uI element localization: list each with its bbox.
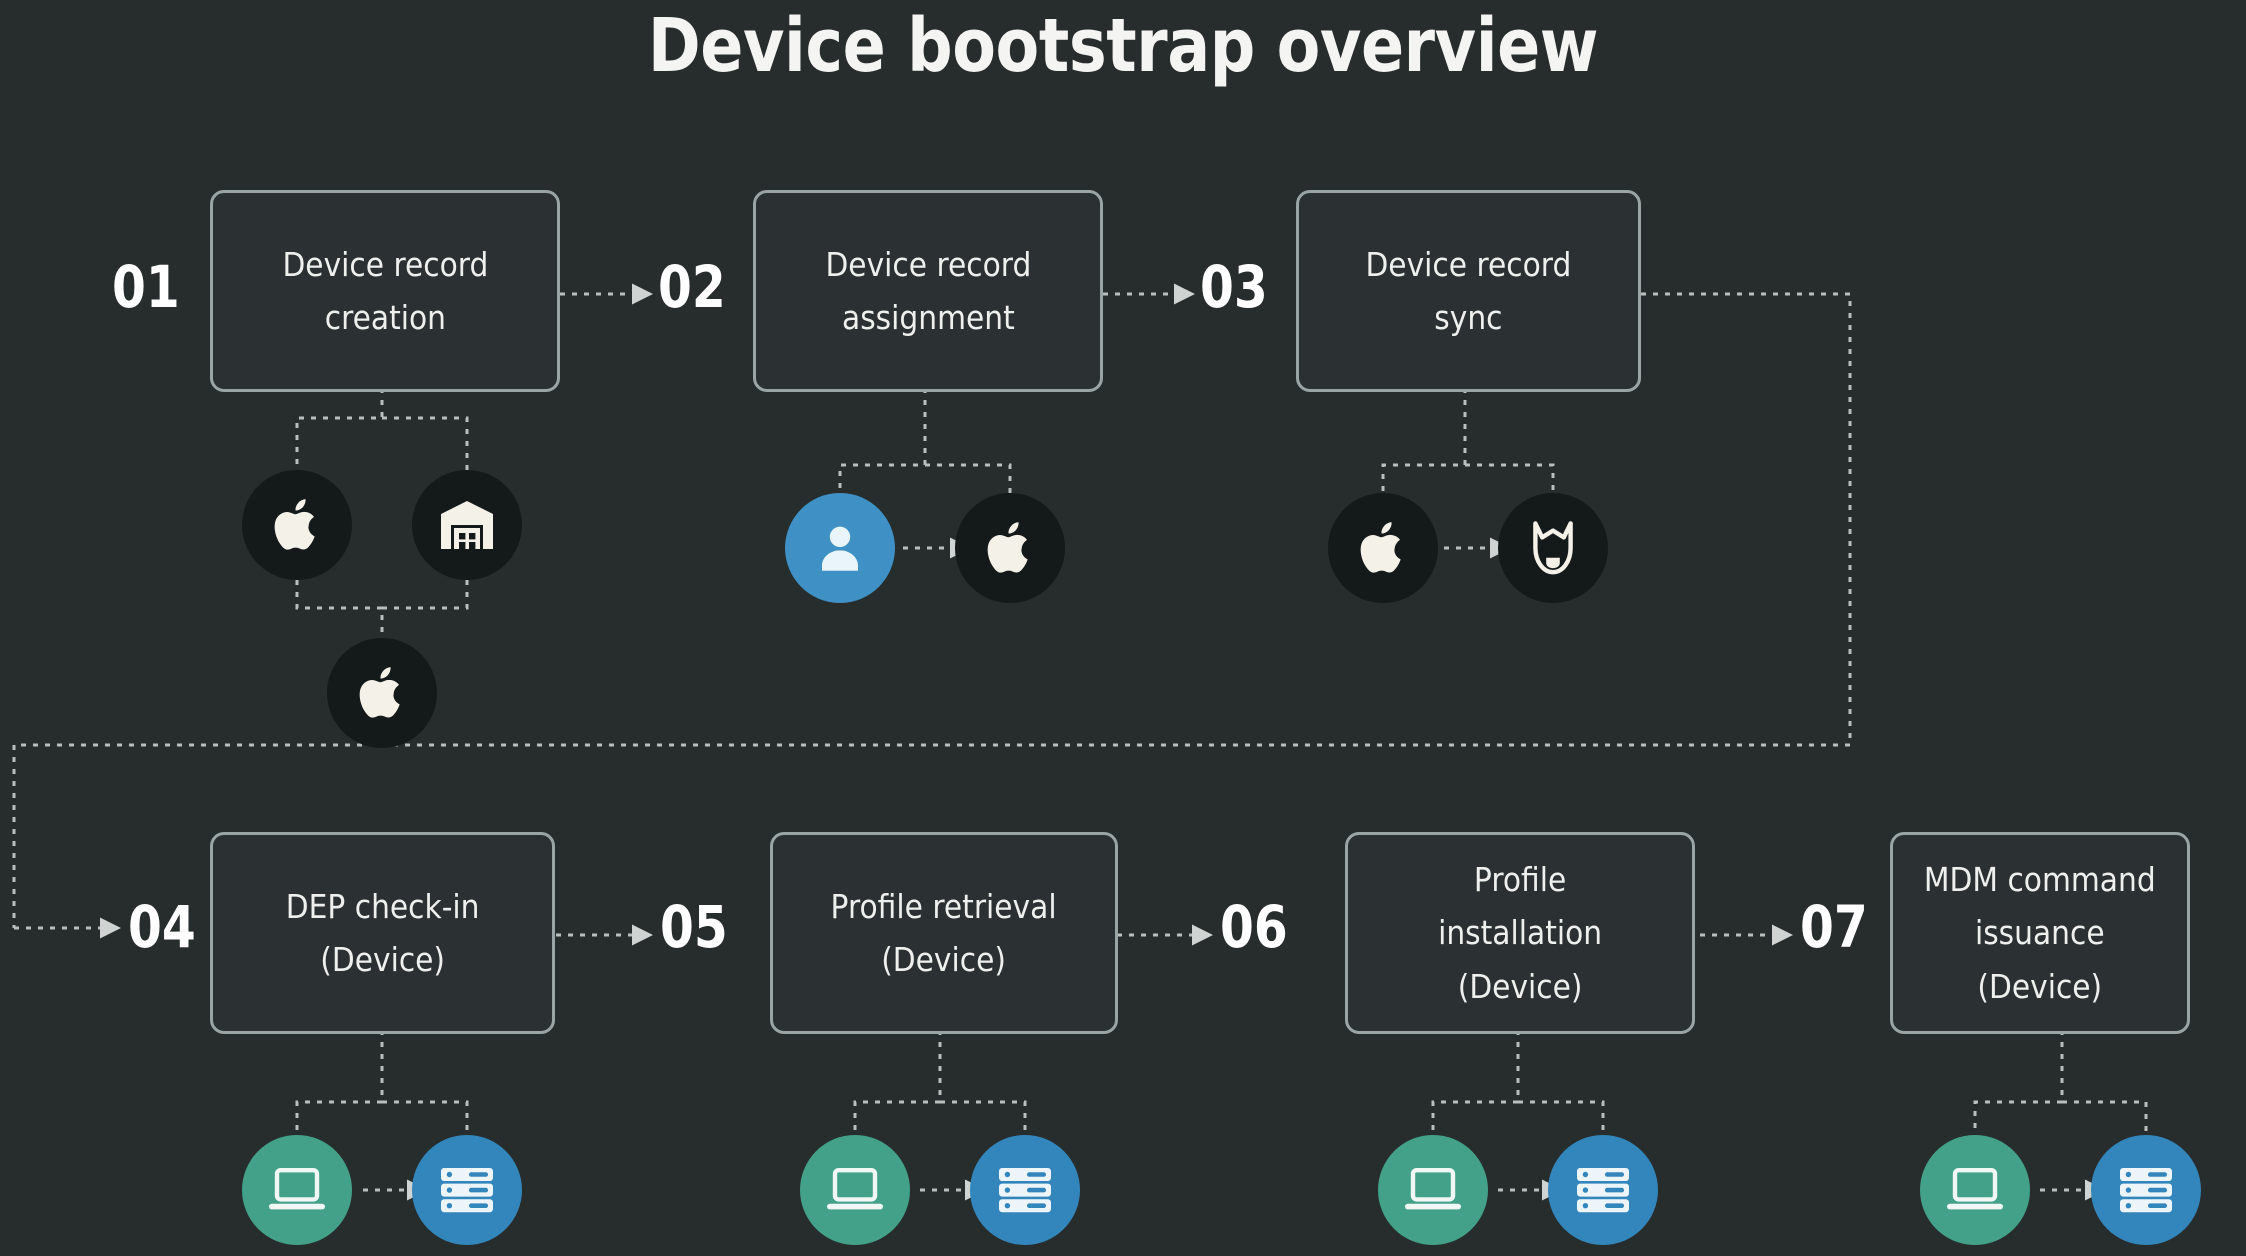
laptop-icon (269, 1168, 325, 1210)
laptop-icon (827, 1168, 883, 1210)
icon-laptop-06a[interactable] (1378, 1135, 1488, 1245)
laptop-icon (1405, 1168, 1461, 1210)
step-box-device-record-creation[interactable]: Device record creation (210, 190, 560, 392)
step-box-profile-installation[interactable]: Profile installation (Device) (1345, 832, 1695, 1034)
step-label-04: DEP check-in (Device) (285, 886, 480, 979)
page-title: Device bootstrap overview (647, 3, 1599, 89)
step-number-03: 03 (1200, 253, 1268, 321)
apple-icon (1360, 522, 1401, 573)
apple-icon (987, 522, 1028, 573)
step-label-03: Device record sync (1365, 244, 1572, 337)
icon-laptop-07a[interactable] (1920, 1135, 2030, 1245)
step-number-02: 02 (658, 253, 726, 321)
step-number-07: 07 (1800, 893, 1868, 961)
icon-apple-01c[interactable] (327, 638, 437, 748)
icon-user-02a[interactable] (785, 493, 895, 603)
step-label-02: Device record assignment (825, 244, 1031, 337)
user-icon (822, 526, 858, 571)
server-rack-icon (1577, 1168, 1629, 1213)
step-label-06: Profile installation (Device) (1438, 859, 1602, 1006)
icon-apple-02b[interactable] (955, 493, 1065, 603)
apple-icon (274, 499, 315, 550)
step-box-device-record-sync[interactable]: Device record sync (1296, 190, 1641, 392)
server-rack-icon (999, 1168, 1051, 1213)
icon-laptop-04a[interactable] (242, 1135, 352, 1245)
icon-jamf-dog-03b[interactable] (1498, 493, 1608, 603)
step-number-01: 01 (112, 253, 180, 321)
icon-server-05b[interactable] (970, 1135, 1080, 1245)
jamf-dog-icon (1533, 521, 1573, 575)
step-number-06: 06 (1220, 893, 1288, 961)
step-label-01: Device record creation (282, 244, 488, 337)
icon-apple-01a[interactable] (242, 470, 352, 580)
icon-server-07b[interactable] (2091, 1135, 2201, 1245)
warehouse-icon (441, 501, 493, 549)
step-box-device-record-assignment[interactable]: Device record assignment (753, 190, 1103, 392)
icon-laptop-05a[interactable] (800, 1135, 910, 1245)
step-box-profile-retrieval[interactable]: Profile retrieval (Device) (770, 832, 1118, 1034)
icon-server-06b[interactable] (1548, 1135, 1658, 1245)
step-label-05: Profile retrieval (Device) (830, 886, 1058, 979)
server-rack-icon (2120, 1168, 2172, 1213)
icon-apple-03a[interactable] (1328, 493, 1438, 603)
step-number-05: 05 (660, 893, 728, 961)
step-label-07: MDM command issuance (Device) (1924, 859, 2156, 1006)
step-box-mdm-command-issuance[interactable]: MDM command issuance (Device) (1890, 832, 2190, 1034)
icon-warehouse-01b[interactable] (412, 470, 522, 580)
server-rack-icon (441, 1168, 493, 1213)
icon-server-04b[interactable] (412, 1135, 522, 1245)
step-box-dep-check-in[interactable]: DEP check-in (Device) (210, 832, 555, 1034)
laptop-icon (1947, 1168, 2003, 1210)
apple-icon (359, 667, 400, 718)
step-number-04: 04 (128, 893, 196, 961)
